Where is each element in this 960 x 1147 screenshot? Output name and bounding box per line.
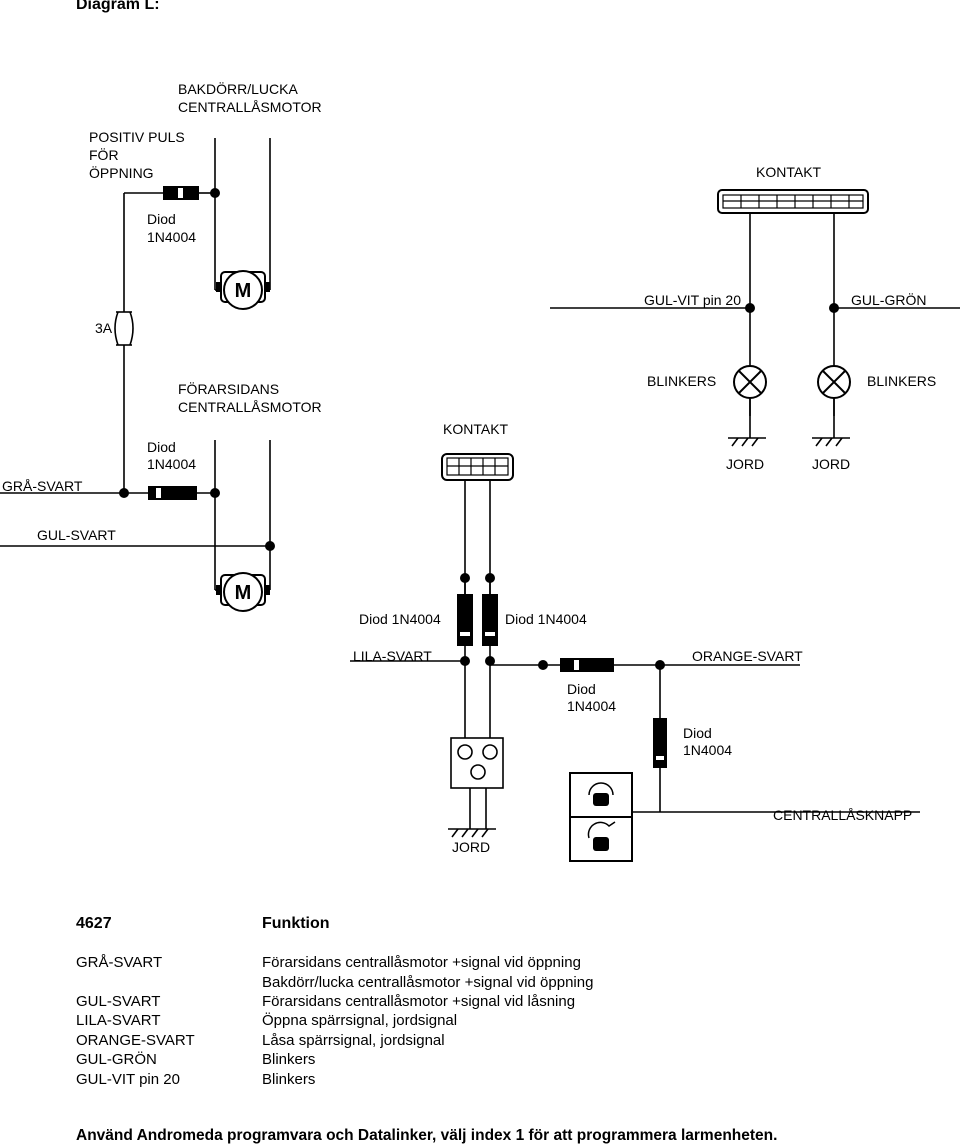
label-diode-top-2: 1N4004 [147,229,196,245]
label-diode-h-2: 1N4004 [567,698,616,714]
table-func-5: Blinkers [262,1051,316,1068]
driver-motor: M [216,572,270,612]
table-header-code: 4627 [76,915,112,932]
motor-m-label-2: M [235,582,252,604]
label-lila-svart: LILA-SVART [353,648,432,664]
table-wire-0: GRÅ-SVART [76,954,163,971]
table-wire-5: GUL-GRÖN [76,1051,157,1068]
label-jord-right: JORD [812,456,850,472]
label-gul-svart: GUL-SVART [37,527,116,543]
label-gul-vit: GUL-VIT pin 20 [644,292,741,308]
rear-door-motor: M [216,270,270,310]
label-diode-driver-2: 1N4004 [147,456,196,472]
label-rear-motor-2: CENTRALLÅSMOTOR [178,99,322,115]
table-func-6: Blinkers [262,1071,316,1088]
blinker-lamp-left [733,365,767,399]
diagram-title: Diagram L: [76,0,160,13]
contact-connector-top [717,189,869,214]
table-func-1: Bakdörr/lucka centrallåsmotor +signal vi… [262,974,594,991]
label-centrallasknapp: CENTRALLÅSKNAPP [773,807,912,823]
label-diode-h-1: Diod [567,681,596,697]
label-diode-left-v: Diod 1N4004 [359,611,441,627]
label-driver-motor-1: FÖRARSIDANS [178,380,279,397]
lock-closed-icon [593,793,609,806]
footer-note: Använd Andromeda programvara och Datalin… [76,1127,778,1144]
label-pos-pulse-3: ÖPPNING [89,164,154,181]
label-blinkers-right: BLINKERS [867,373,936,389]
table-func-3: Öppna spärrsignal, jordsignal [262,1012,458,1029]
label-contact-top: KONTAKT [756,164,822,180]
label-fuse: 3A [95,320,113,336]
label-pos-pulse-2: FÖR [89,146,119,163]
table-func-0: Förarsidans centrallåsmotor +signal vid … [262,954,581,971]
motor-m-label-1: M [235,280,252,302]
table-header-function: Funktion [262,915,330,932]
label-diode-right-v: Diod 1N4004 [505,611,587,627]
label-diode-top-1: Diod [147,211,176,227]
contact-connector-middle [441,453,514,481]
label-contact-mid: KONTAKT [443,421,509,437]
label-pos-pulse-1: POSITIV PULS [89,129,185,145]
label-diode-v2-1: Diod [683,725,712,741]
lock-open-icon [593,837,609,851]
label-gra-svart: GRÅ-SVART [2,478,83,494]
table-wire-3: LILA-SVART [76,1012,161,1029]
table-func-2: Förarsidans centrallåsmotor +signal vid … [262,993,576,1010]
table-func-4: Låsa spärrsignal, jordsignal [262,1032,445,1049]
label-diode-v2-2: 1N4004 [683,742,732,758]
table-wire-4: ORANGE-SVART [76,1032,195,1049]
label-rear-motor-1: BAKDÖRR/LUCKA [178,80,298,97]
label-jord-bottom: JORD [452,839,490,855]
label-driver-motor-2: CENTRALLÅSMOTOR [178,399,322,415]
label-diode-driver-1: Diod [147,439,176,455]
blinker-lamp-right [817,365,851,399]
label-blinkers-left: BLINKERS [647,373,716,389]
wiring-diagram: M M [0,80,960,862]
label-jord-left: JORD [726,456,764,472]
table-wire-6: GUL-VIT pin 20 [76,1071,180,1088]
label-orange-svart: ORANGE-SVART [692,648,803,664]
label-gul-gron: GUL-GRÖN [851,291,926,308]
table-wire-2: GUL-SVART [76,993,161,1010]
